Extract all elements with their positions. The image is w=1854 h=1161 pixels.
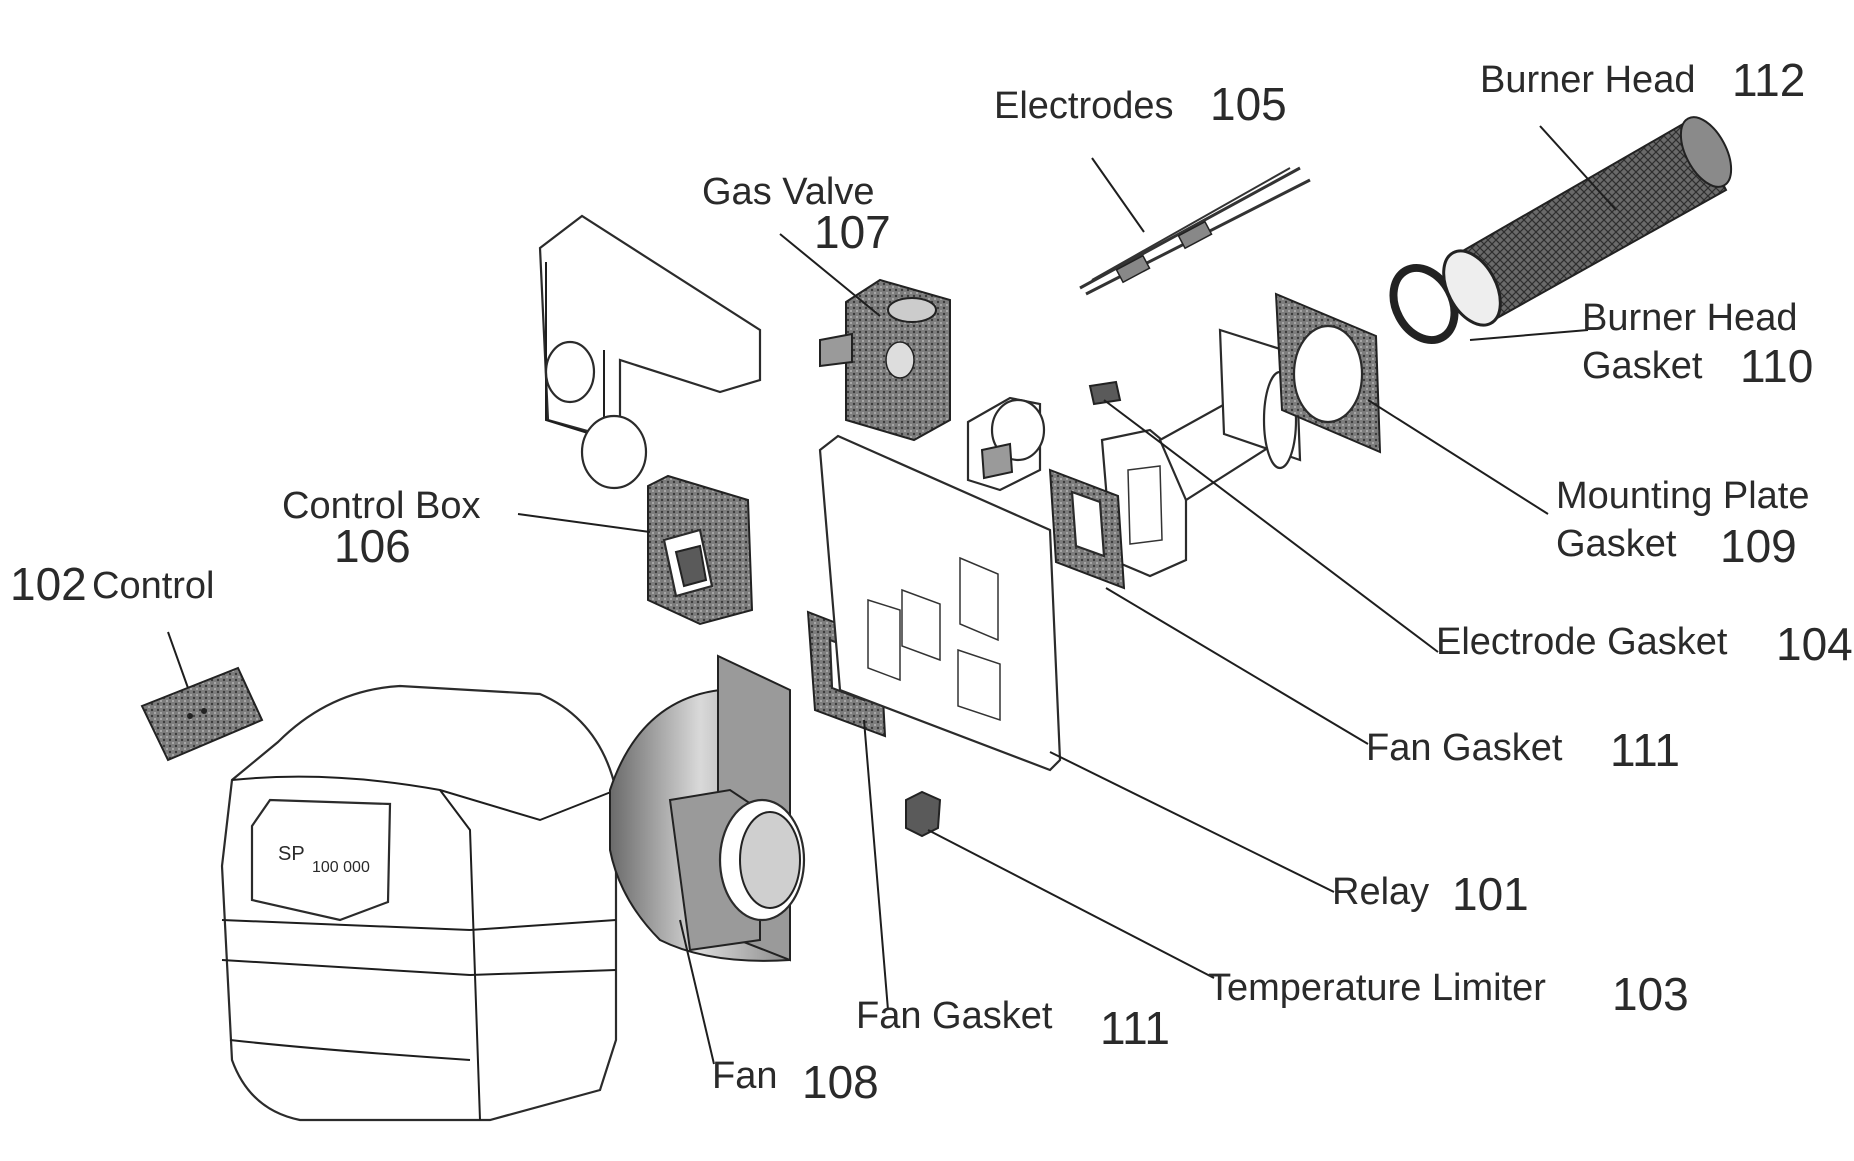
label-fan-gasket-bottom-number: 111	[1100, 1002, 1170, 1054]
label-mounting-plate-gasket-number: 109	[1720, 520, 1797, 572]
label-electrode-gasket-name: Electrode Gasket	[1436, 621, 1728, 663]
label-fan-gasket-right-name: Fan Gasket	[1366, 727, 1563, 769]
label-control-number: 102	[10, 558, 87, 610]
label-control-box: Control Box 106	[282, 485, 481, 572]
label-temperature-limiter: Temperature Limiter 103	[1208, 967, 1689, 1020]
mounting-plate-gasket-part	[1274, 292, 1382, 454]
label-gas-valve-name: Gas Valve	[702, 171, 874, 213]
label-electrodes-name: Electrodes	[994, 85, 1174, 127]
label-fan: Fan 108	[712, 1055, 879, 1108]
label-gas-valve: Gas Valve 107	[702, 171, 891, 258]
label-electrodes: Electrodes 105	[994, 78, 1287, 130]
label-mounting-plate-gasket-line1: Mounting Plate	[1556, 475, 1810, 517]
label-burner-head-gasket: Burner Head Gasket 110	[1582, 297, 1813, 392]
label-burner-head-gasket-number: 110	[1740, 340, 1813, 392]
burner-head-part	[1442, 116, 1733, 327]
label-burner-head-gasket-line1: Burner Head	[1582, 297, 1797, 339]
label-temperature-limiter-number: 103	[1612, 968, 1689, 1020]
leader-lines	[167, 125, 1617, 1065]
label-fan-number: 108	[802, 1056, 879, 1108]
label-mounting-plate-gasket: Mounting Plate Gasket 109	[1556, 475, 1810, 572]
mounting-plate-part	[1100, 428, 1188, 578]
label-burner-head: Burner Head 112	[1480, 54, 1805, 106]
fan-part	[609, 654, 806, 962]
label-burner-head-name: Burner Head	[1480, 59, 1695, 101]
label-fan-gasket-bottom: Fan Gasket 111	[856, 995, 1170, 1054]
label-fan-name: Fan	[712, 1055, 777, 1097]
temperature-limiter-part	[905, 790, 942, 838]
label-relay: Relay 101	[1332, 868, 1529, 920]
label-mounting-plate-gasket-line2: Gasket	[1556, 523, 1677, 565]
label-gas-valve-number: 107	[814, 206, 891, 258]
electrode-gasket-part	[1088, 380, 1122, 406]
label-control-box-name: Control Box	[282, 485, 481, 527]
label-fan-gasket-right-number: 111	[1610, 724, 1680, 776]
label-temperature-limiter-name: Temperature Limiter	[1208, 967, 1546, 1009]
orifice-flange-part	[966, 396, 1046, 492]
burner-plate-part	[818, 434, 1062, 772]
control-box-part	[647, 474, 754, 626]
label-relay-name: Relay	[1332, 871, 1429, 913]
label-control-name: Control	[92, 565, 215, 607]
label-electrode-gasket-number: 104	[1776, 618, 1853, 670]
label-electrode-gasket: Electrode Gasket 104	[1436, 618, 1853, 670]
gas-valve-part	[819, 278, 951, 442]
electrodes-part	[1079, 166, 1311, 296]
label-burner-head-number: 112	[1732, 54, 1805, 106]
label-relay-number: 101	[1452, 868, 1529, 920]
control-bracket-part	[538, 214, 762, 490]
fan-gasket-part-rear	[1048, 468, 1126, 590]
display-glyphs-right: 100 000	[312, 859, 370, 876]
label-control: 102 Control	[10, 558, 215, 610]
burner-housing-part: SP 100 000	[220, 684, 618, 1122]
label-control-box-number: 106	[334, 520, 411, 572]
label-burner-head-gasket-line2: Gasket	[1582, 345, 1703, 387]
label-fan-gasket-right: Fan Gasket 111	[1366, 724, 1680, 776]
display-glyphs-left: SP	[278, 843, 305, 865]
label-fan-gasket-bottom-name: Fan Gasket	[856, 995, 1053, 1037]
control-keypad-part	[140, 666, 264, 762]
label-electrodes-number: 105	[1210, 78, 1287, 130]
